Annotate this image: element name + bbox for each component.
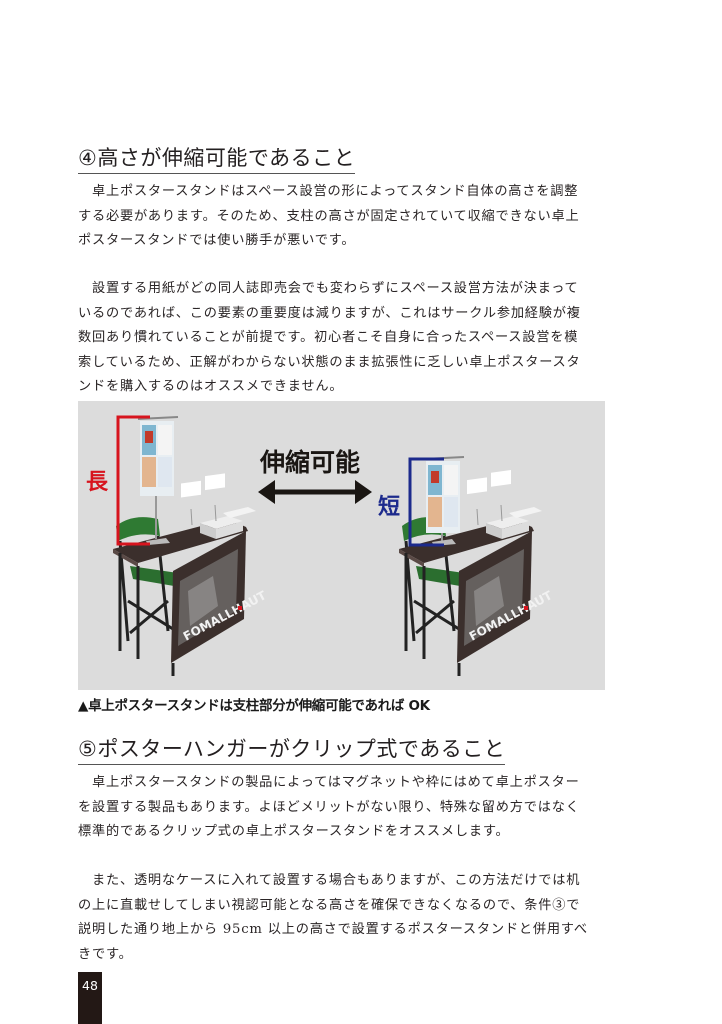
text-line: また、透明なケースに入れて設置する場合もありますが、この方法だけでは机 [78,873,581,888]
right-desk-illustration: FOMALLHAUT [399,456,555,676]
text-line: の上に直載せしてしまい視認可能となる高さを確保できなくなるので、条件③で [78,897,581,913]
text-line: する必要があります。そのため、支柱の高さが固定されていて収縮できない卓上 [78,208,580,224]
section-5-heading: ⑤ポスターハンガーがクリップ式であること [78,736,506,765]
label-long: 長 [86,470,109,495]
double-arrow-icon [258,480,372,504]
section-5-paragraph-2: また、透明なケースに入れて設置する場合もありますが、この方法だけでは机 の上に直… [78,869,606,967]
section-4-paragraph-2: 設置する用紙がどの同人誌即売会でも変わらずにスペース設営方法が決まって いるので… [78,277,606,400]
page-number: 48 [82,978,98,993]
text-line: ポスタースタンドでは使い勝手が悪いです。 [78,233,356,249]
text-line: 説明した通り地上から 95cm 以上の高さで設置するポスタースタンドと併用すべ [78,922,588,938]
label-extendable: 伸縮可能 [260,448,361,477]
text-line: 数回あり慣れていることが前提です。初心者こそ自身に合ったスペース設営を模 [78,330,579,346]
figure-poster-stand-comparison: FOMALLHAUT [78,401,605,690]
illustration-desks: FOMALLHAUT [113,415,555,676]
page-number-tab: 48 [78,972,102,1024]
text-line: ンドを購入するのはオススメできません。 [78,379,344,395]
text-line: 設置する用紙がどの同人誌即売会でも変わらずにスペース設営方法が決まって [78,281,579,296]
text-line: を設置する製品もあります。よほどメリットがない限り、特殊な留め方ではなく [78,799,580,815]
short-bracket [408,457,444,547]
text-line: 卓上ポスタースタンドはスペース設営の形によってスタンド自体の高さを調整 [78,184,579,199]
long-bracket [116,415,150,546]
text-line: 標準的であるクリップ式の卓上ポスタースタンドをオススメします。 [78,824,510,840]
text-line: きです。 [78,946,133,962]
section-4-heading: ④高さが伸縮可能であること [78,145,356,174]
section-4-paragraph-1: 卓上ポスタースタンドはスペース設営の形によってスタンド自体の高さを調整 する必要… [78,180,606,254]
text-line: 卓上ポスタースタンドの製品によってはマグネットや枠にはめて卓上ポスター [78,775,580,790]
section-5-paragraph-1: 卓上ポスタースタンドの製品によってはマグネットや枠にはめて卓上ポスター を設置す… [78,771,606,845]
text-line: 索しているため、正解がわからない状態のまま拡張性に乏しい卓上ポスタースタ [78,354,581,370]
label-short: 短 [378,495,401,520]
text-line: いるのであれば、この要素の重要度は減りますが、これはサークル参加経験が複 [78,305,581,321]
left-desk-illustration: FOMALLHAUT [113,415,269,676]
figure-caption: ▲卓上ポスタースタンドは支柱部分が伸縮可能であれば OK [78,698,430,714]
